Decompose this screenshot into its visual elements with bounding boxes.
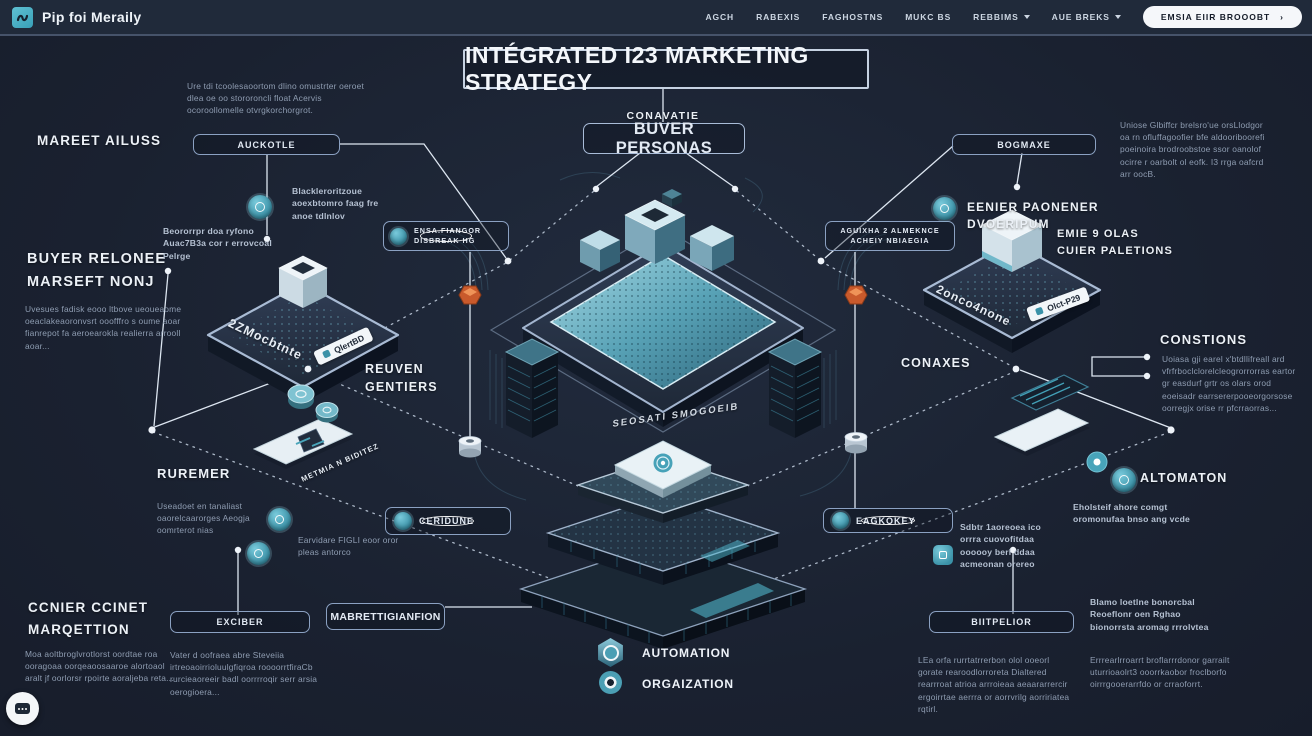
persona-kicker: CONAVATIE xyxy=(626,110,700,122)
heading-ccnier: CCNIER CCINET MARQETTION xyxy=(28,600,149,637)
heading-eenier: EENIER PAONENER DVOERIPUM xyxy=(967,200,1099,232)
cylinder-nodes xyxy=(458,432,868,458)
note-top-right: Uniose Glbiffcr brelsro'ue orsLlodgor oa… xyxy=(1120,120,1265,179)
note-earvidare: Earvidare FIGLI eoor oror pleas antorco xyxy=(298,535,399,558)
right-platform xyxy=(922,209,1102,353)
paragraph-altomaton: Eholsteif ahore comgt oromonufaa bnso an… xyxy=(1073,502,1191,525)
camera-icon xyxy=(933,545,953,565)
orange-hex-nodes xyxy=(458,285,868,305)
note-blackler: Blackleroritzoue aoexbtomro faag fre ano… xyxy=(292,186,379,221)
chevron-down-icon xyxy=(1023,15,1030,19)
heading-altomaton: ALTOMATON xyxy=(1140,471,1228,485)
orbit-icon xyxy=(1112,468,1136,492)
note-beororrpr: Beororrpr doa ryfono Auac7B3a cor r erro… xyxy=(163,226,272,261)
note-top-left: Ure tdi tcoolesaoortom dlino omustrter o… xyxy=(187,81,365,116)
node-bogmaxe: BOGMAXE xyxy=(952,134,1096,155)
server-cubes xyxy=(580,189,734,272)
chat-icon xyxy=(15,703,30,714)
brand-logo-icon xyxy=(12,6,33,28)
brain-icon xyxy=(248,195,272,219)
heading-emie: EMIE 9 OLAS CUIER PALETIONS xyxy=(1057,228,1173,257)
node-exciber: EXCIBER xyxy=(170,611,310,633)
nav-item-agch[interactable]: AGCH xyxy=(705,12,734,22)
heading-ruremer: RUREMER xyxy=(157,466,231,481)
floating-tile xyxy=(613,440,713,498)
paragraph-constions: Uoiasa gji earel x'btdllifreall ard vfrf… xyxy=(1162,354,1296,413)
data-towers xyxy=(504,338,823,438)
nav-item-faghostns[interactable]: FAGHOSTNS xyxy=(822,12,883,22)
nav-label: MUKC BS xyxy=(905,12,952,22)
target-icon xyxy=(247,542,270,565)
key-icon xyxy=(832,512,849,529)
legend-orgaization: ORGAIZATION xyxy=(642,677,734,691)
paragraph-ruremer: Useadoet en tanaliast oaorelcaarorges Ae… xyxy=(157,501,250,536)
cta-label: EMSIA EIIR BROOOBT xyxy=(1160,12,1271,22)
brand-name: Pip foi Meraily xyxy=(42,9,142,25)
tag-icon xyxy=(1034,306,1044,316)
label-conaxes: CONAXES xyxy=(901,356,971,370)
paragraph-blamo: Blamo loetlne bonorcbal Reoeflonr oen Rg… xyxy=(1090,597,1209,632)
top-navbar: Pip foi Meraily AGCH RABEXIS FAGHOSTNS M… xyxy=(0,0,1312,36)
laptop-art xyxy=(993,374,1108,473)
paragraph-ccnier: Moa aoltbroglvrotlorst oordtae roa oorag… xyxy=(25,649,174,684)
page-title: INTÉGRATED I23 MARKETING STRATEGY xyxy=(463,42,869,95)
nav-label: REBBIMS xyxy=(973,12,1019,22)
orgaization-ring-icon xyxy=(599,671,622,694)
solid-connectors xyxy=(151,88,1172,615)
nav-item-rebbims[interactable]: REBBIMS xyxy=(973,12,1030,22)
pie-icon xyxy=(394,512,412,530)
paragraph-bottom-2: Errrearlrroarrt broflarrrdonor garrailt … xyxy=(1090,655,1230,690)
node-mabrettiganfion: MABRETTIGIANFION xyxy=(326,603,445,630)
paragraph-buyer: Uvesues fadisk eooo ltbove ueoueaome oea… xyxy=(25,304,182,351)
label-reuven-gentiers: REUVEN GENTIERS xyxy=(365,362,438,395)
chart-icon xyxy=(390,227,407,245)
heading-buyer-relonee: BUYER RELONEE MARSEFT NONJ xyxy=(27,251,167,291)
nav-item-mukc-bs[interactable]: MUKC BS xyxy=(905,12,951,22)
paragraph-exciber: Vater d oofraea abre Steveiia irtreoaoir… xyxy=(170,650,318,697)
brand[interactable]: Pip foi Meraily xyxy=(12,0,141,34)
paragraph-bottom-1: LEa orfa rurrtatrrerbon olol ooeorl gora… xyxy=(918,655,1070,714)
node-auckotle: AUCKOTLE xyxy=(193,134,340,155)
paragraph-sdbtr: Sdbtr 1aoreoea ico orrra cuovofitdaa ooo… xyxy=(960,522,1041,570)
nav-label: FAGHOSTNS xyxy=(822,12,884,22)
buyer-personas-box: BUVER PERSONAS xyxy=(583,120,745,157)
legend-automation: AUTOMATION xyxy=(642,646,731,660)
chat-fab-button[interactable] xyxy=(6,692,39,725)
nav-label: AUE BREKS xyxy=(1051,12,1110,22)
nav-menu: AGCH RABEXIS FAGHOSTNS MUKC BS REBBIMS A… xyxy=(705,0,1302,34)
nav-item-aue-breks[interactable]: AUE BREKS xyxy=(1052,12,1121,22)
pencil-icon xyxy=(268,508,291,531)
node-aguixha: AGUIXHA 2 ALMEKNCE ACHEIY NBIAEGIA xyxy=(825,221,955,251)
refresh-icon xyxy=(933,197,956,220)
cta-button[interactable]: EMSIA EIIR BROOOBT › xyxy=(1142,6,1302,28)
tag-icon xyxy=(321,349,332,359)
nav-item-rabexis[interactable]: RABEXIS xyxy=(756,12,800,22)
dashed-connectors xyxy=(152,190,1171,617)
heading-constions: CONSTIONS xyxy=(1160,332,1248,347)
heading-market-aluss: MAREET AILUSS xyxy=(37,133,162,148)
coins-card-art xyxy=(252,384,354,469)
arrow-right-icon: › xyxy=(1280,12,1284,22)
nav-label: AGCH xyxy=(705,12,735,22)
junction-dots xyxy=(148,183,1175,554)
node-biitpelior: BIITPELIOR xyxy=(929,611,1074,633)
chevron-down-icon xyxy=(1114,15,1121,19)
nav-label: RABEXIS xyxy=(756,12,801,22)
center-platform xyxy=(522,243,804,427)
